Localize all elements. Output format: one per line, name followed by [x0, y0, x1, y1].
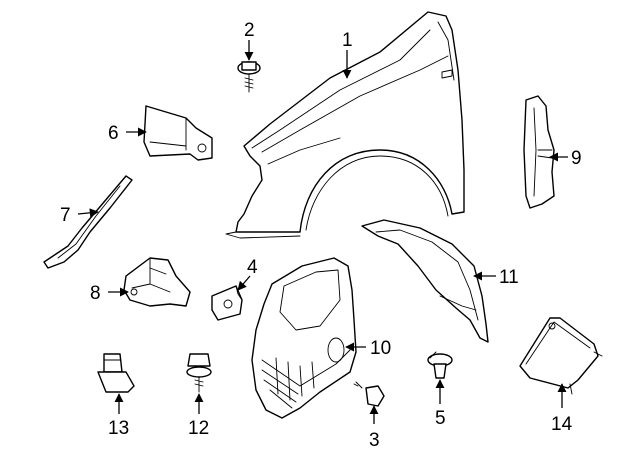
callout-2: 2 [244, 20, 255, 41]
leader-7 [77, 208, 99, 218]
bolt-washer-part [237, 61, 261, 93]
strip-part [43, 175, 133, 269]
rear-liner-part [361, 219, 489, 343]
callout-9: 9 [571, 148, 582, 169]
clip-part [211, 285, 243, 321]
seal-part [523, 95, 555, 209]
fender-part [225, 11, 465, 239]
panel-part [519, 317, 603, 395]
push-pin-part [427, 351, 453, 379]
callout-labels: 1 2 3 4 5 6 7 8 9 10 11 12 13 14 [60, 20, 582, 451]
callout-12: 12 [188, 418, 209, 439]
nut-clip-part [97, 353, 135, 393]
callout-3: 3 [369, 430, 380, 451]
callout-6: 6 [108, 123, 119, 144]
callout-4: 4 [247, 257, 258, 278]
callout-14: 14 [551, 414, 573, 435]
callout-1: 1 [342, 30, 353, 51]
callout-7: 7 [60, 205, 71, 226]
callout-10: 10 [370, 338, 391, 359]
front-liner-part [251, 257, 357, 419]
leader-4 [237, 275, 251, 291]
screw-part [353, 381, 385, 407]
mounting-bracket-part [123, 257, 191, 307]
bracket-part [143, 105, 213, 161]
callout-13: 13 [108, 418, 129, 439]
leader-lines [77, 40, 568, 424]
callout-8: 8 [90, 283, 101, 304]
callout-5: 5 [435, 408, 446, 429]
callout-11: 11 [499, 267, 519, 288]
bolt-part [186, 353, 212, 393]
